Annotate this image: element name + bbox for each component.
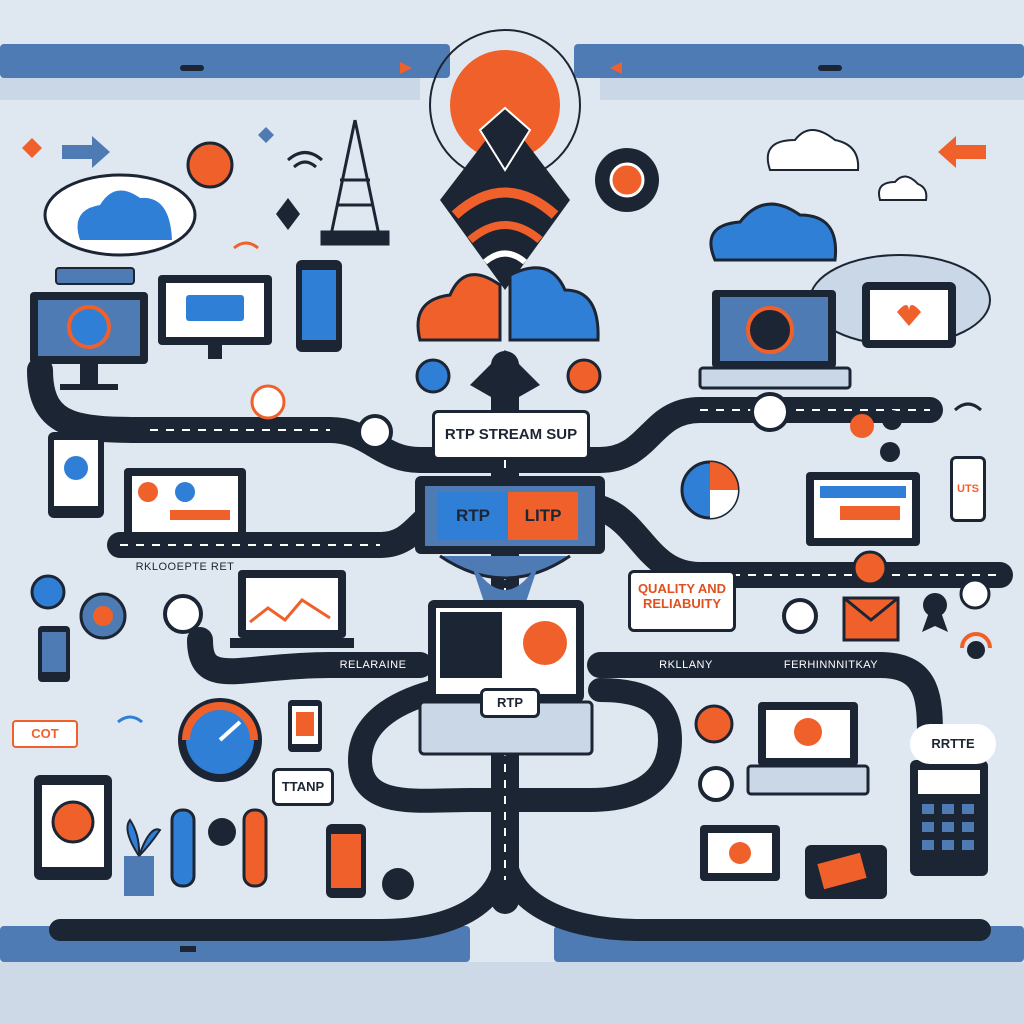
monitor-icon	[806, 472, 920, 546]
ferhin-label: FERHINNNITKAY	[783, 659, 879, 671]
ttanp-label: TTANP	[272, 768, 334, 806]
cloud-icon	[43, 173, 197, 257]
monitor-icon	[30, 292, 148, 390]
main-title-text: RTP STREAM SUP	[444, 426, 578, 443]
monitor-icon	[862, 282, 956, 348]
central-display	[415, 476, 605, 620]
monitor-icon	[158, 275, 272, 359]
tablet-icon	[48, 432, 104, 518]
central-beacon	[429, 29, 581, 290]
smartphone-icon	[296, 260, 342, 352]
laptop-icon	[698, 290, 852, 390]
monitor-icon	[124, 468, 246, 540]
laptop-icon	[230, 570, 354, 648]
quality-reliability-label: QUALITY AND RELIABUITY	[628, 570, 736, 632]
left-road-label: RKLOOEPTE RET	[135, 561, 235, 573]
laptop-icon	[746, 702, 870, 796]
tablet-icon	[288, 700, 322, 752]
main-title-label: RTP STREAM SUP	[432, 410, 590, 460]
calculator-icon	[910, 760, 988, 876]
cloud-icon	[709, 202, 838, 262]
mail-icon	[842, 596, 900, 642]
cloud-icon	[416, 266, 600, 342]
plant-icon	[124, 818, 162, 896]
gauge-icon	[178, 698, 262, 782]
road-dashes	[120, 380, 1000, 880]
lightbulb-icon	[30, 358, 991, 744]
gear-icon	[595, 148, 659, 212]
wallet-icon	[55, 267, 135, 285]
rrtte-label: RRTTE	[910, 724, 996, 764]
arrow-icon	[22, 127, 986, 230]
quality-line-1: QUALITY AND	[637, 581, 727, 596]
heart-icon	[897, 305, 921, 326]
smartphone-icon	[170, 808, 268, 888]
smartphone-icon	[38, 626, 70, 682]
top-rail	[0, 44, 1024, 100]
quality-line-2: RELIABUITY	[643, 596, 721, 611]
relaraine-label: RELARAINE	[339, 659, 407, 671]
cot-label: COT	[12, 720, 78, 748]
folder-icon	[805, 845, 887, 899]
uts-label: UTS	[950, 456, 986, 522]
wifi-icon	[117, 151, 983, 724]
protocol-right-label: LITP	[524, 506, 562, 525]
protocol-left-label: RTP	[456, 506, 490, 525]
radio-tower-icon	[320, 119, 390, 246]
sun-icon	[186, 141, 234, 189]
rkllany-label: RKLLANY	[659, 659, 713, 671]
headset-icon	[960, 632, 992, 659]
gear-icon	[850, 410, 902, 462]
award-icon	[922, 593, 948, 632]
tablet-icon	[34, 775, 112, 880]
monitor-icon	[700, 825, 780, 881]
laptop-tag-label: RTP	[480, 688, 540, 718]
camera-icon	[163, 392, 818, 900]
smartphone-icon	[326, 824, 366, 898]
cloud-icon	[766, 129, 928, 201]
laptop-icon	[418, 600, 594, 756]
pie-chart-icon	[680, 460, 740, 520]
